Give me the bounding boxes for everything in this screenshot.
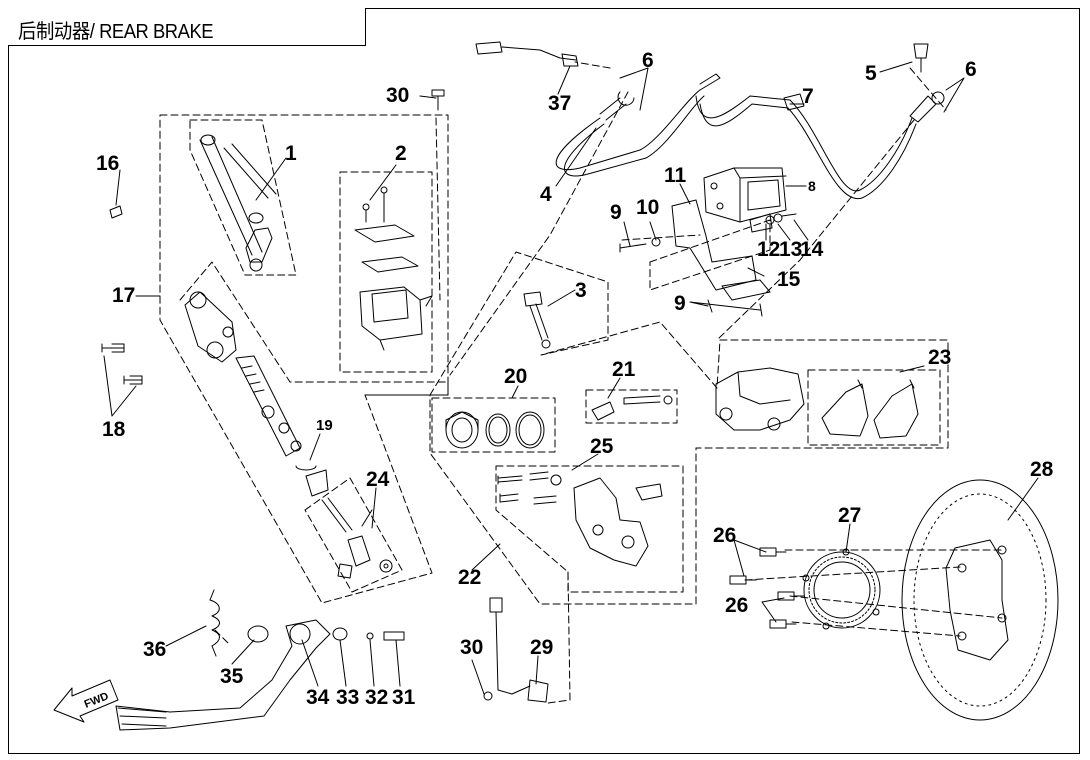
part-tone-ring	[802, 548, 881, 630]
part-caliper-bracket	[497, 471, 663, 567]
callout-37: 37	[548, 92, 571, 115]
callout-10: 10	[636, 196, 659, 219]
callout-24: 24	[366, 468, 390, 491]
diagram-frame	[8, 8, 1080, 754]
group-outline-seals	[431, 397, 556, 453]
callout-9: 9	[610, 201, 622, 224]
part-bolts-16-18	[101, 205, 143, 385]
leader-line-dashed	[791, 621, 961, 637]
part-brake-disc	[901, 479, 1059, 721]
callout-9b: 9	[674, 292, 686, 315]
group-outline-master-cylinder	[159, 114, 449, 604]
part-disc-bolts	[729, 547, 805, 629]
diagram-title: 后制动器/ REAR BRAKE	[18, 21, 214, 43]
leader-line-dashed	[789, 595, 1003, 619]
callout-30: 30	[460, 636, 483, 659]
part-brake-hose-7	[695, 43, 945, 199]
part-brake-hose	[555, 73, 721, 177]
part-reservoir	[354, 186, 433, 351]
callout-31: 31	[392, 686, 416, 709]
group-outline-pin-kit	[304, 477, 403, 593]
group-outline-mount-bracket	[649, 219, 771, 291]
part-pin-set	[591, 395, 673, 421]
leader-line-dashed	[214, 629, 231, 646]
callout-33: 33	[336, 686, 359, 709]
callout-7: 7	[802, 85, 814, 108]
leader-line-dashed	[716, 119, 915, 341]
leader-line-dashed	[621, 234, 701, 241]
callout-36: 36	[143, 638, 166, 661]
callout-6: 6	[642, 49, 654, 72]
part-brake-pads	[821, 379, 919, 439]
part-push-rod-hoses	[199, 134, 277, 272]
callout-6b: 6	[965, 58, 977, 81]
group-outline-bracket	[495, 465, 684, 593]
callout-35: 35	[220, 665, 244, 688]
group-outline-caliper-system	[429, 251, 949, 605]
part-circlip	[295, 465, 317, 471]
callout-34: 34	[306, 686, 330, 709]
callout-13: 13	[779, 238, 802, 261]
callout-8: 8	[808, 178, 816, 194]
callout-20: 20	[504, 365, 527, 388]
callout-17: 17	[112, 284, 135, 307]
group-outline-pin-set	[585, 389, 678, 424]
callout-5: 5	[865, 62, 877, 85]
leader-line-dashed	[574, 61, 611, 69]
callout-15: 15	[777, 268, 801, 291]
callout-32: 32	[365, 686, 388, 709]
group-outline-cylinder-body	[179, 261, 449, 396]
callout-21: 21	[612, 358, 636, 381]
callout-2: 2	[395, 142, 407, 165]
leader-line-dashed	[909, 67, 947, 111]
callout-labels: 1 2 3 4 5 6 6 7 8 9 9 10 11 12 13 14 15 …	[96, 49, 1054, 709]
title-box: 后制动器/ REAR BRAKE	[8, 8, 366, 46]
part-master-cylinder	[184, 291, 302, 457]
leader-line-dashed	[435, 117, 441, 301]
callout-4: 4	[540, 183, 552, 206]
part-wheel-speed-wire	[475, 41, 579, 67]
callout-25: 25	[590, 435, 614, 458]
group-outline-pads	[807, 369, 941, 446]
callout-14: 14	[800, 238, 824, 261]
callout-30b: 30	[386, 84, 409, 107]
callout-1: 1	[285, 142, 297, 165]
callout-3: 3	[575, 279, 587, 302]
callout-22: 22	[458, 566, 481, 589]
callout-26: 26	[713, 524, 736, 547]
part-bracket-hardware	[619, 199, 797, 317]
callout-26b: 26	[725, 594, 748, 617]
group-outline-reservoir	[339, 171, 433, 373]
callout-27: 27	[838, 504, 861, 527]
callout-11: 11	[664, 164, 687, 187]
group-outlines	[159, 61, 1006, 704]
group-outline-sensor-link	[547, 571, 571, 704]
leader-line-dashed	[744, 566, 961, 581]
part-speed-sensor	[483, 597, 549, 703]
part-abs-unit	[703, 167, 787, 223]
leader-lines	[103, 61, 1039, 695]
part-clevis-pin	[305, 469, 393, 579]
part-caliper	[715, 367, 805, 431]
callout-23: 23	[928, 346, 951, 369]
callout-19: 19	[316, 417, 333, 434]
part-brake-pedal	[115, 589, 405, 731]
callout-16: 16	[96, 152, 119, 175]
part-bleed-valve	[523, 291, 551, 349]
callout-12: 12	[757, 238, 780, 261]
part-seals	[445, 411, 545, 449]
callout-28: 28	[1030, 458, 1054, 481]
fwd-label: FWD	[83, 690, 111, 711]
leader-line-dashed	[449, 91, 629, 376]
part-bolt-30-top	[431, 89, 445, 111]
fwd-arrow-icon	[53, 679, 119, 723]
group-outline-push-rod	[189, 119, 297, 276]
callout-29: 29	[530, 636, 553, 659]
callout-18: 18	[102, 418, 126, 441]
